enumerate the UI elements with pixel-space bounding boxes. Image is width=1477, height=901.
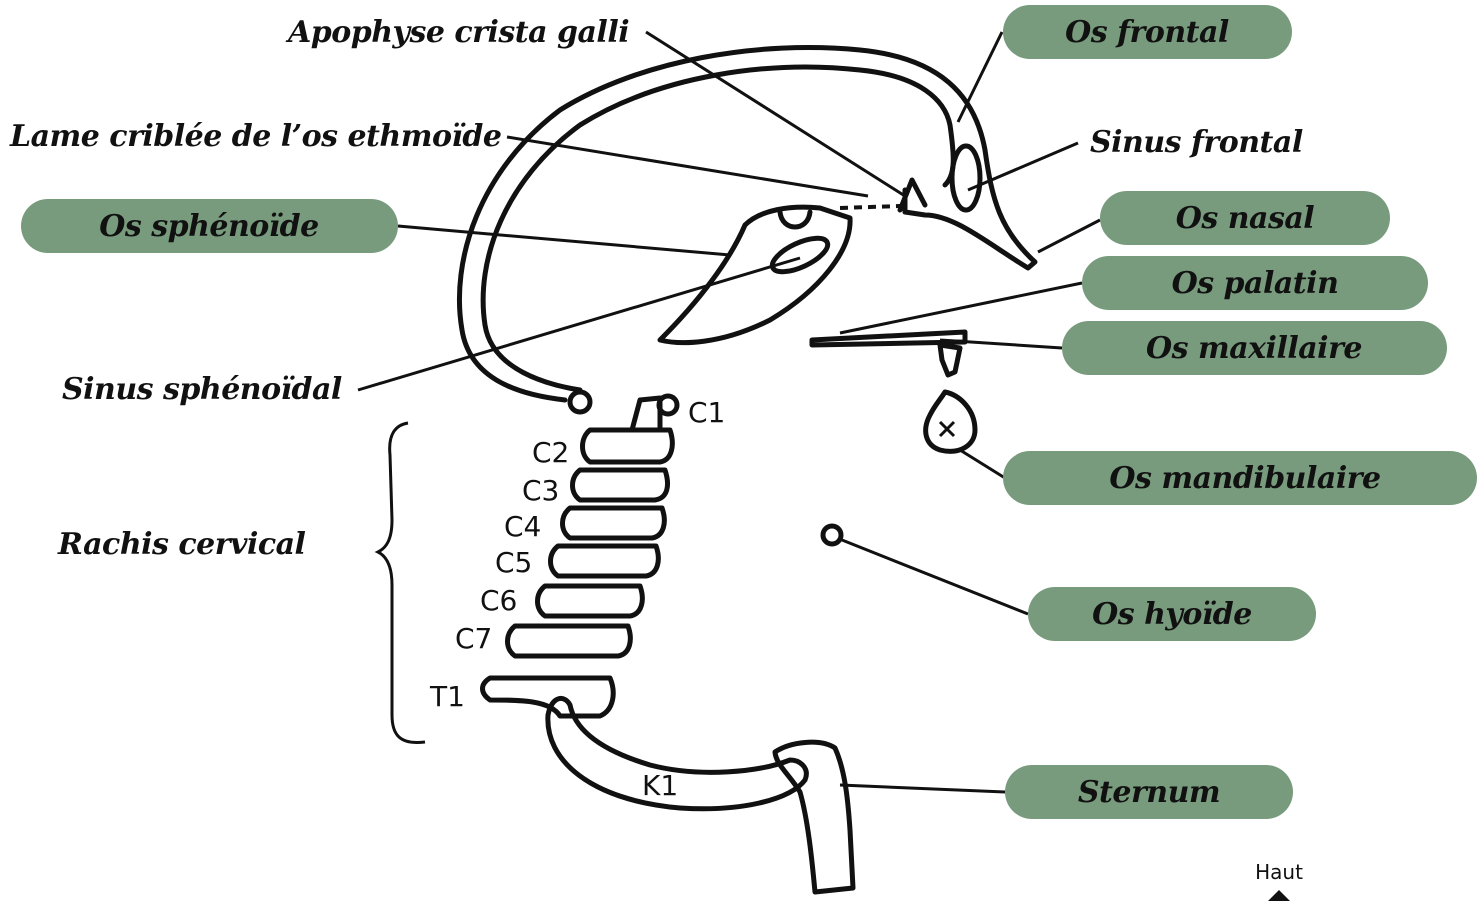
label-os-mandibulaire: Os mandibulaire <box>1109 461 1380 496</box>
hyoid-shape <box>823 526 841 544</box>
leader-crista-galli <box>646 32 905 196</box>
leader-os-sphenoide <box>398 226 730 255</box>
lame-criblee-shape <box>840 206 900 208</box>
label-lame-criblee: Lame criblée de l’os ethmoïde <box>9 119 501 154</box>
sella-shape <box>780 212 810 227</box>
label-os-hyoide: Os hyoïde <box>1092 597 1252 632</box>
label-sinus-sphenoidal: Sinus sphénoïdal <box>62 372 342 407</box>
leader-os-frontal <box>958 32 1002 122</box>
occipital-condyle <box>570 392 590 412</box>
label-os-palatin: Os palatin <box>1172 266 1339 301</box>
c7-shape <box>508 626 631 656</box>
c5-shape <box>551 546 659 576</box>
label-os-sphenoide: Os sphénoïde <box>99 209 319 244</box>
arrow-up-icon <box>1268 890 1290 901</box>
c1-shape <box>632 398 660 430</box>
label-sinus-frontal: Sinus frontal <box>1090 125 1303 160</box>
label-c2: C2 <box>532 436 569 469</box>
label-sternum: Sternum <box>1078 775 1220 810</box>
label-os-nasal: Os nasal <box>1176 201 1315 236</box>
mandible-cross <box>940 422 954 436</box>
label-c1: C1 <box>688 396 725 429</box>
label-c5: C5 <box>495 546 532 579</box>
leader-lame-criblee <box>507 137 868 196</box>
label-c3: C3 <box>522 474 559 507</box>
haut-link[interactable]: Haut <box>1255 860 1303 901</box>
leader-os-nasal <box>1038 220 1100 252</box>
sinus-frontal-shape <box>952 146 980 210</box>
c3-shape <box>573 470 668 500</box>
haut-label: Haut <box>1255 860 1303 884</box>
label-os-frontal: Os frontal <box>1065 15 1229 50</box>
maxillary-tooth <box>940 345 960 375</box>
leader-os-hyoide <box>842 540 1028 614</box>
label-c7: C7 <box>455 622 492 655</box>
label-c6: C6 <box>480 584 517 617</box>
mandible-shape <box>926 392 975 451</box>
label-k1: K1 <box>642 769 678 802</box>
sphenoide-shape <box>660 207 850 342</box>
c6-shape <box>538 586 643 616</box>
label-rachis-cervical: Rachis cervical <box>57 527 306 562</box>
leader-os-mandibulaire <box>960 450 1005 478</box>
label-crista-galli: Apophyse crista galli <box>285 15 629 50</box>
label-t1: T1 <box>429 680 465 713</box>
sternum-shape <box>775 742 853 892</box>
leader-sinus-sphenoidal <box>358 258 800 390</box>
rachis-brace <box>378 423 425 743</box>
c4-shape <box>563 508 665 538</box>
leader-sternum <box>840 785 1005 792</box>
label-os-maxillaire: Os maxillaire <box>1146 331 1362 366</box>
leader-os-palatin <box>840 283 1082 333</box>
sinus-sphenoidal-shape <box>768 231 833 278</box>
label-c4: C4 <box>504 510 541 543</box>
c2-shape <box>583 430 673 462</box>
